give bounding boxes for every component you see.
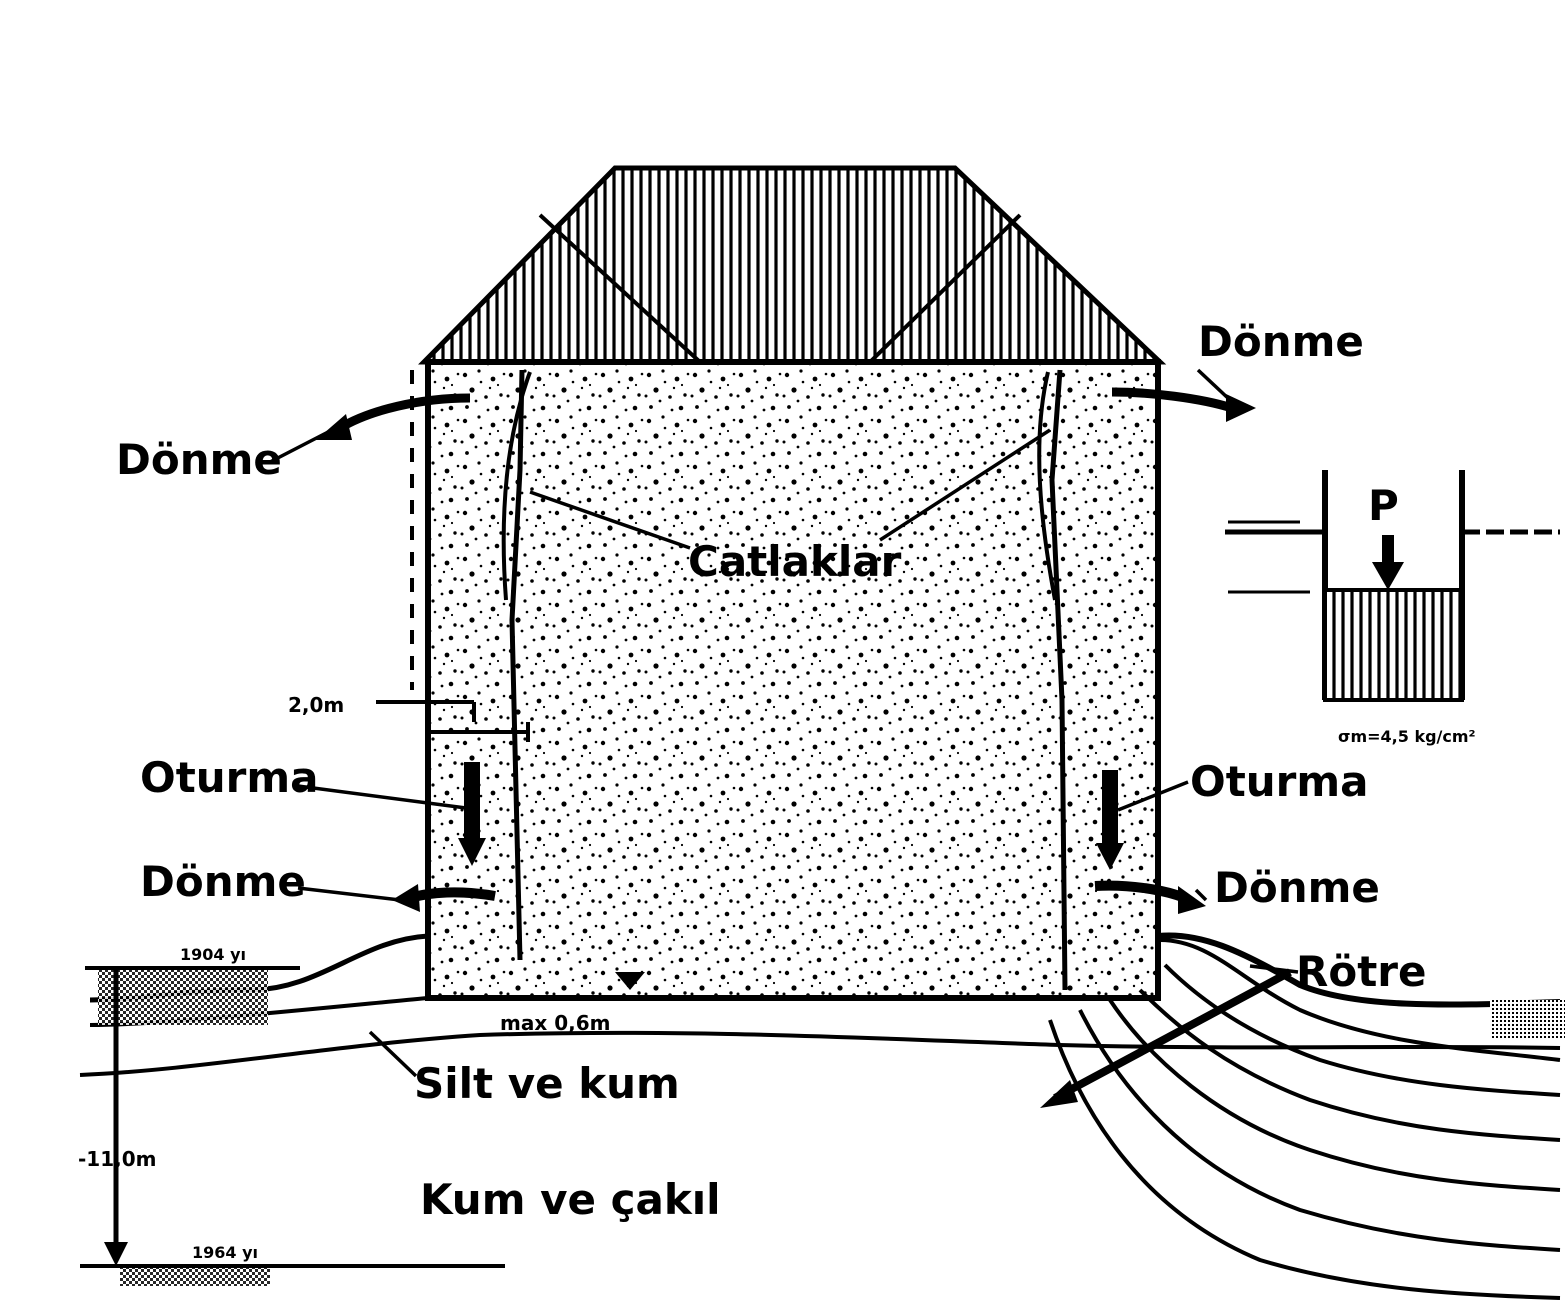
label-dimension-2m: 2,0m bbox=[288, 693, 344, 717]
label-rotation-bottom-left: Dönme bbox=[140, 857, 306, 906]
settlement-arrow-left bbox=[458, 762, 486, 866]
label-settlement-left: Oturma bbox=[140, 753, 319, 802]
inner-wall-right bbox=[1049, 369, 1068, 991]
dimension-2m bbox=[376, 700, 530, 742]
label-inset-stress: σm=4,5 kg/cm² bbox=[1338, 727, 1476, 746]
settlement-arrow-right bbox=[1096, 770, 1124, 870]
roof bbox=[418, 165, 1167, 365]
label-cracks: Catlaklar bbox=[688, 537, 902, 586]
silt-sand-boundary bbox=[79, 1030, 1561, 1077]
label-rotation-top-left: Dönme bbox=[116, 435, 282, 484]
rotation-arrow-bottom-right bbox=[1094, 880, 1206, 914]
inset-load-test bbox=[1225, 470, 1560, 702]
label-sand-and-gravel: Kum ve çakıl bbox=[420, 1175, 721, 1224]
rotre-arrow bbox=[1040, 968, 1292, 1108]
label-shrinkage: Rötre bbox=[1296, 947, 1426, 996]
inner-wall-left bbox=[509, 369, 525, 961]
label-depth-11m: -11,0m bbox=[78, 1147, 157, 1171]
depth-arrow-head bbox=[104, 1242, 128, 1266]
label-settlement-right: Oturma bbox=[1190, 757, 1369, 806]
crack-right bbox=[1037, 371, 1057, 601]
water-level-marker-center bbox=[615, 972, 645, 990]
ground-surface-right bbox=[1157, 932, 1561, 1008]
building-body bbox=[425, 359, 1161, 1001]
settlement-contours bbox=[1048, 938, 1561, 1300]
ground-hatch-right bbox=[1490, 1000, 1565, 1040]
leader-lines bbox=[269, 368, 1299, 1078]
ground-lines bbox=[79, 932, 1565, 1077]
label-max-depth: max 0,6m bbox=[500, 1011, 610, 1035]
rotation-arrow-bottom-left bbox=[392, 884, 496, 912]
water-level-left bbox=[80, 966, 505, 1286]
cracks bbox=[501, 371, 1057, 601]
label-load-p: P bbox=[1368, 481, 1399, 530]
label-rotation-top-right: Dönme bbox=[1198, 317, 1364, 366]
crack-left bbox=[501, 371, 532, 601]
roof-truss-left bbox=[538, 213, 702, 364]
label-water-level-1904: 1904 yı bbox=[180, 945, 246, 964]
label-water-level-1964: 1964 yı bbox=[192, 1243, 258, 1262]
label-rotation-bottom-right: Dönme bbox=[1214, 863, 1380, 912]
roof-truss-right bbox=[868, 213, 1022, 364]
label-silt-and-sand: Silt ve kum bbox=[414, 1059, 680, 1108]
rotation-arrow-top-right bbox=[1111, 387, 1256, 422]
